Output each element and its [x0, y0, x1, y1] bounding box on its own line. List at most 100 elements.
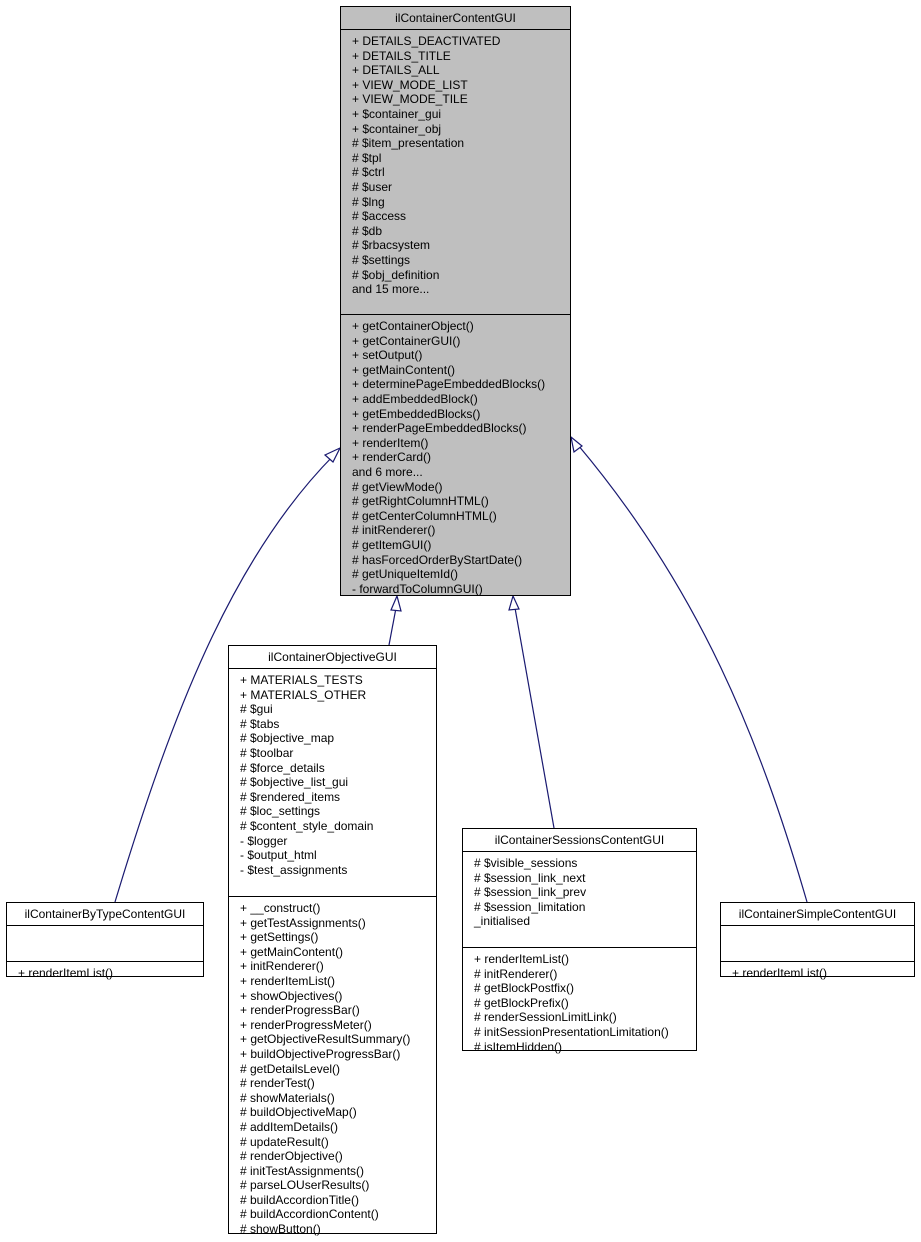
member-row: + __construct(): [240, 901, 321, 915]
arrowhead-bytype: [323, 446, 342, 463]
member-row: + VIEW_MODE_TILE: [352, 92, 468, 107]
methods-section: + renderItemList(): [721, 962, 914, 986]
member-row: + getMainContent(): [352, 362, 456, 377]
member-row: # isItemHidden(): [474, 1039, 563, 1054]
class-ilcontainersessionscontentgui: ilContainerSessionsContentGUI # $visible…: [462, 828, 697, 1054]
member-row: # showMaterials(): [240, 1090, 335, 1105]
arrowhead-simple: [570, 435, 583, 454]
member-row: + renderItemList(): [732, 966, 828, 980]
class-title: ilContainerSimpleContentGUI: [721, 903, 914, 926]
member-row: # initSessionPresentationLimitation(): [474, 1024, 669, 1039]
class-ilcontainersimplecontentgui: ilContainerSimpleContentGUI + renderItem…: [720, 902, 915, 980]
member-row: # buildObjectiveMap(): [240, 1105, 357, 1120]
member-row: + $container_gui: [352, 106, 442, 121]
member-row: # renderObjective(): [240, 1149, 343, 1164]
member-row: # $loc_settings: [240, 804, 321, 819]
edge-objective-to-base: [388, 607, 397, 646]
member-row: + DETAILS_DEACTIVATED: [352, 34, 501, 48]
methods-section: + getContainerObject()+ getContainerGUI(…: [341, 315, 570, 601]
member-row: - forwardToColumnGUI(): [352, 581, 483, 596]
attributes-section: [7, 926, 203, 962]
member-row: # getRightColumnHTML(): [352, 494, 489, 509]
member-row: # $ctrl: [352, 165, 385, 180]
member-row: # getBlockPrefix(): [474, 995, 569, 1010]
member-row: # $db: [352, 223, 383, 238]
member-row: + renderProgressBar(): [240, 1003, 360, 1018]
member-row: # updateResult(): [240, 1134, 329, 1149]
member-row: + renderPageEmbeddedBlocks(): [352, 421, 527, 436]
member-row: # buildAccordionContent(): [240, 1207, 379, 1222]
member-row: # hasForcedOrderByStartDate(): [352, 552, 523, 567]
methods-section: + renderItemList(): [7, 962, 203, 986]
member-row: # $gui: [240, 702, 273, 717]
edge-simple-to-base: [577, 444, 808, 903]
member-row: # $force_details: [240, 760, 325, 775]
class-ilcontainerobjectivegui: ilContainerObjectiveGUI + MATERIALS_TEST…: [228, 645, 437, 1236]
member-row: + setOutput(): [352, 348, 423, 363]
member-row: # getBlockPostfix(): [474, 981, 575, 996]
member-row: # showButton(): [240, 1222, 321, 1237]
attributes-section: # $visible_sessions# $session_link_next#…: [463, 852, 696, 948]
member-row: + initRenderer(): [240, 959, 324, 974]
member-row: # $lng: [352, 194, 385, 209]
member-row: # $visible_sessions: [474, 856, 578, 870]
member-row: + renderItemList(): [474, 952, 570, 966]
member-row: # initRenderer(): [352, 523, 436, 538]
member-row: + buildObjectiveProgressBar(): [240, 1046, 401, 1061]
member-row: # $user: [352, 179, 393, 194]
class-title: ilContainerContentGUI: [341, 7, 570, 30]
member-row: + $container_obj: [352, 121, 442, 136]
member-row: # $toolbar: [240, 745, 294, 760]
member-row: + renderProgressMeter(): [240, 1017, 372, 1032]
member-row: + DETAILS_TITLE: [352, 48, 451, 63]
class-title: ilContainerByTypeContentGUI: [7, 903, 203, 926]
member-row: # $tpl: [352, 150, 382, 165]
member-row: # $rbacsystem: [352, 238, 431, 253]
class-ilcontainerbytypecontentgui: ilContainerByTypeContentGUI + renderItem…: [6, 902, 204, 980]
member-row: # $session_link_next: [474, 870, 586, 885]
methods-section: + __construct()+ getTestAssignments() + g…: [229, 897, 436, 1242]
member-row: + renderCard(): [352, 450, 432, 465]
class-title: ilContainerObjectiveGUI: [229, 646, 436, 669]
member-row: # $objective_map: [240, 731, 335, 746]
member-row: + getContainerObject(): [352, 319, 474, 333]
member-row: # $settings: [352, 252, 411, 267]
class-title: ilContainerSessionsContentGUI: [463, 829, 696, 852]
member-row: + VIEW_MODE_LIST: [352, 77, 468, 92]
arrowhead-objective: [390, 594, 402, 612]
member-row: + renderItemList(): [240, 973, 336, 988]
member-row: # buildAccordionTitle(): [240, 1192, 359, 1207]
class-ilcontainercontentgui: ilContainerContentGUI + DETAILS_DEACTIVA…: [340, 6, 571, 596]
member-row: # addItemDetails(): [240, 1119, 339, 1134]
attributes-section: [721, 926, 914, 962]
member-row: + determinePageEmbeddedBlocks(): [352, 377, 546, 392]
member-row: # $rendered_items: [240, 789, 341, 804]
attributes-section: + DETAILS_DEACTIVATED+ DETAILS_TITLE+ DE…: [341, 30, 570, 315]
edge-bytype-to-base: [114, 454, 335, 903]
member-row: # $content_style_domain: [240, 818, 374, 833]
member-row: + getMainContent(): [240, 944, 344, 959]
member-row: + getContainerGUI(): [352, 333, 461, 348]
member-row: # getDetailsLevel(): [240, 1061, 341, 1076]
member-row: + addEmbeddedBlock(): [352, 391, 478, 406]
member-row: - $output_html: [240, 848, 317, 863]
member-row: + getTestAssignments(): [240, 915, 366, 930]
member-row: - $logger: [240, 833, 288, 848]
member-row: # $session_link_prev: [474, 885, 587, 900]
member-row: + DETAILS_ALL: [352, 63, 440, 78]
member-row: # $item_presentation: [352, 136, 465, 151]
member-row: # $tabs: [240, 716, 280, 731]
member-row: # initRenderer(): [474, 966, 558, 981]
member-row: # renderSessionLimitLink(): [474, 1010, 617, 1025]
member-row: # $access: [352, 209, 407, 224]
member-row: + renderItemList(): [18, 966, 114, 980]
member-row: # $obj_definition: [352, 267, 440, 282]
member-row: _initialised: [474, 914, 531, 929]
member-row: and 15 more...: [352, 282, 430, 297]
member-row: # initTestAssignments(): [240, 1163, 365, 1178]
member-row: and 6 more...: [352, 464, 423, 479]
member-row: + getEmbeddedBlocks(): [352, 406, 481, 421]
member-row: + renderItem(): [352, 435, 429, 450]
member-row: # parseLOUserResults(): [240, 1178, 370, 1193]
